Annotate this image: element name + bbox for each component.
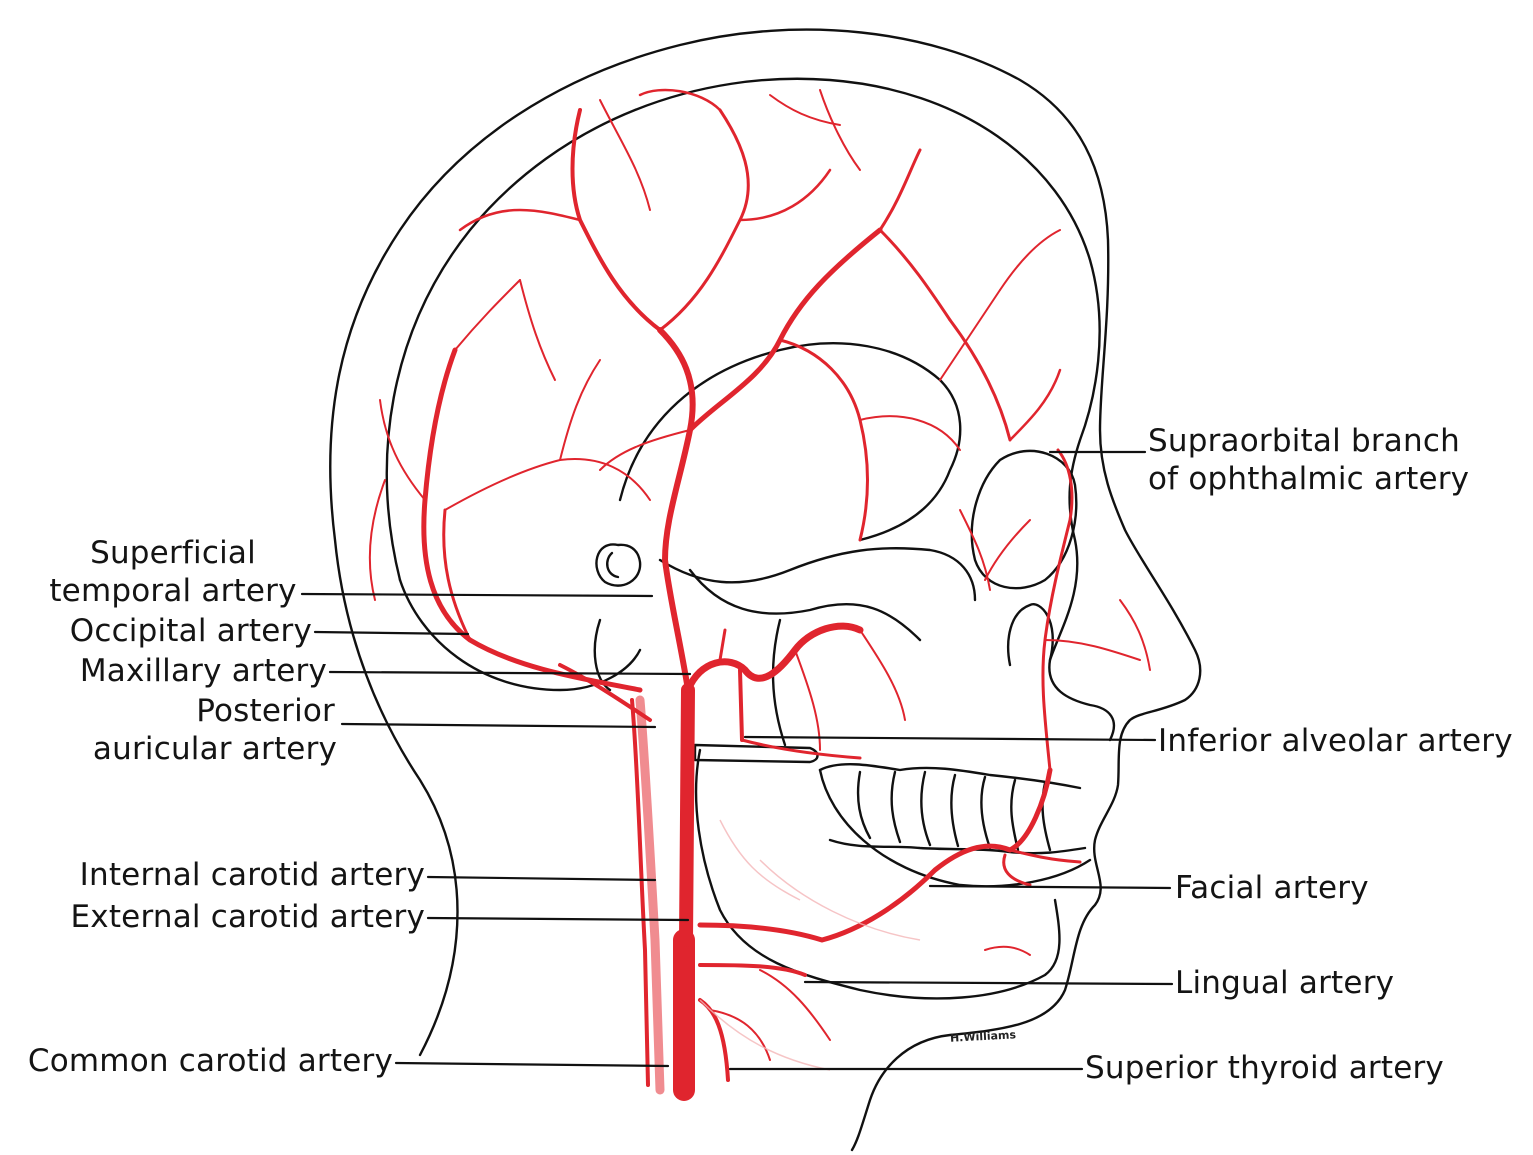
label-facial: Facial artery — [1175, 869, 1369, 907]
ear-canal — [596, 544, 640, 585]
label-supraorbital: Supraorbital branch of ophthalmic artery — [1148, 422, 1469, 498]
label-supraorbital-line1: Supraorbital branch — [1148, 422, 1469, 460]
scalp-outline — [330, 30, 1200, 1150]
leader-occipital — [315, 632, 468, 634]
label-common-carotid: Common carotid artery — [5, 1042, 393, 1080]
label-supraorbital-line2: of ophthalmic artery — [1148, 460, 1469, 498]
leader-superficial-temporal — [302, 594, 652, 596]
label-superficial-temporal-line1: Superficial — [48, 534, 298, 572]
leader-inferior-alveolar — [745, 737, 1155, 740]
lingual — [700, 965, 805, 975]
label-maxillary: Maxillary artery — [40, 652, 327, 690]
label-posterior-auricular-line2: auricular artery — [90, 730, 340, 768]
mandible-cut — [695, 745, 818, 762]
facial — [700, 770, 1050, 940]
label-internal-carotid: Internal carotid artery — [20, 856, 425, 894]
zygomatic-arch — [660, 548, 975, 600]
label-superior-thyroid: Superior thyroid artery — [1085, 1049, 1444, 1087]
leader-common-carotid — [396, 1063, 668, 1066]
label-lingual: Lingual artery — [1175, 964, 1394, 1002]
angular — [1043, 450, 1072, 770]
label-posterior-auricular: Posterior auricular artery — [90, 692, 340, 768]
inferior-alveolar — [742, 740, 860, 758]
ear-canal-inner — [607, 553, 618, 577]
leader-maxillary — [330, 672, 690, 674]
occipital — [424, 350, 640, 690]
label-occipital: Occipital artery — [40, 612, 312, 650]
label-inferior-alveolar: Inferior alveolar artery — [1158, 722, 1513, 760]
mandible-ramus — [773, 620, 785, 745]
orbit-outline — [972, 451, 1076, 588]
label-external-carotid: External carotid artery — [20, 898, 425, 936]
leader-facial — [930, 886, 1170, 888]
leader-external-carotid — [428, 918, 688, 920]
label-posterior-auricular-line1: Posterior — [90, 692, 340, 730]
label-superficial-temporal-line2: temporal artery — [48, 572, 298, 610]
label-superficial-temporal: Superficial temporal artery — [48, 534, 298, 610]
mandible-outline — [696, 750, 1059, 998]
superior-thyroid — [700, 1000, 728, 1080]
leader-lingual — [805, 982, 1172, 984]
superficial-temporal — [660, 330, 693, 690]
leader-internal-carotid — [428, 877, 655, 880]
skull-outline — [387, 79, 1114, 740]
external-carotid — [686, 690, 688, 940]
